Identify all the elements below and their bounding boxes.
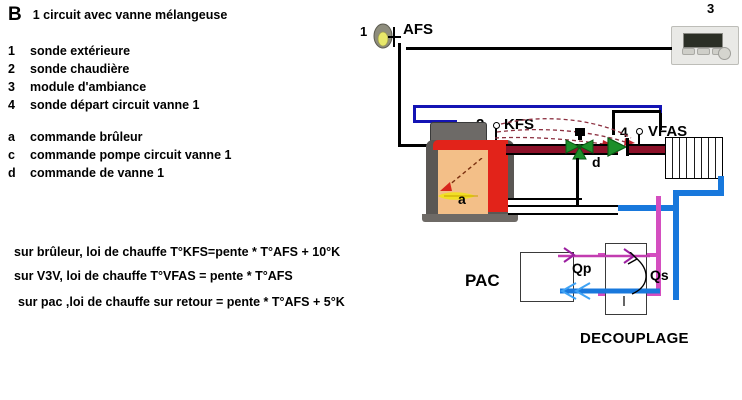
- afs-label: AFS: [403, 21, 433, 38]
- legend-item-a: a commande brûleur: [8, 130, 143, 144]
- room-module-icon[interactable]: [671, 26, 739, 65]
- legend-item-d: d commande de vanne 1: [8, 166, 164, 180]
- formula-burner: sur brûleur, loi de chauffe T°KFS=pente …: [14, 245, 341, 259]
- boiler-right-band: [486, 140, 508, 212]
- diagram-title: B 1 circuit avec vanne mélangeuse: [8, 4, 227, 26]
- legend-label: module d'ambiance: [30, 80, 147, 94]
- radiator-fin: [687, 138, 695, 178]
- kfs-label: KFS: [504, 116, 534, 133]
- pump-icon[interactable]: [606, 136, 632, 160]
- kfs-wire-left: [413, 105, 416, 122]
- qs-label: Qs: [650, 267, 669, 283]
- legend-label: sonde chaudière: [30, 62, 130, 76]
- system-return-pipe: [508, 205, 618, 215]
- legend-key: c: [8, 148, 15, 162]
- radiator-fin: [680, 138, 688, 178]
- formula-v3v: sur V3V, loi de chauffe T°VFAS = pente *…: [14, 269, 293, 283]
- legend-key: a: [8, 130, 15, 144]
- module-index-label: 3: [707, 1, 715, 16]
- afs-index-label: 1: [360, 24, 368, 39]
- legend-panel: B 1 circuit avec vanne mélangeuse 1 sonde …: [0, 0, 360, 400]
- kfs-wire-top: [413, 105, 661, 108]
- vfas-wire-corner: [659, 127, 662, 130]
- legend-key: 4: [8, 98, 15, 112]
- valve-wire-horizontal: [612, 110, 661, 113]
- circuit-return-vertical: [673, 190, 679, 300]
- three-way-valve-icon[interactable]: [559, 128, 601, 170]
- legend-item-3: 3 module d'ambiance: [8, 80, 146, 94]
- burner-tag-label: a: [458, 191, 466, 207]
- pac-label: PAC: [465, 271, 500, 290]
- formula-pac: sur pac ,loi de chauffe sur retour = pen…: [18, 295, 345, 309]
- schematic-panel: 1 AFS 3: [360, 0, 742, 400]
- module-button-1[interactable]: [682, 48, 695, 55]
- radiator-fin: [716, 138, 722, 178]
- module-button-2[interactable]: [697, 48, 710, 55]
- legend-label: sonde départ circuit vanne 1: [30, 98, 200, 112]
- valve-wire-vertical: [612, 110, 615, 135]
- legend-label: sonde extérieure: [30, 44, 131, 58]
- title-text: 1 circuit avec vanne mélangeuse: [32, 8, 228, 22]
- radiator-fin: [666, 138, 674, 178]
- legend-label: commande brûleur: [30, 130, 143, 144]
- legend-item-1: 1 sonde extérieure: [8, 44, 130, 58]
- vfas-wire-drop: [659, 113, 662, 129]
- circuit-return-to-bottle: [612, 205, 679, 211]
- radiator-fin: [702, 138, 709, 178]
- legend-item-2: 2 sonde chaudière: [8, 62, 129, 76]
- vfas-sensor-stem: [638, 134, 640, 146]
- radiator-fin: [695, 138, 702, 178]
- afs-connector-horz: [388, 36, 401, 38]
- legend-key: 3: [8, 80, 15, 94]
- legend-label: commande pompe circuit vanne 1: [30, 148, 232, 162]
- valve-bypass-pipe: [576, 158, 579, 208]
- radiator-fin: [709, 138, 716, 178]
- module-display: [683, 32, 724, 49]
- module-wire-horizontal: [406, 47, 672, 50]
- vfas-index-label: 4: [620, 124, 628, 140]
- legend-label: commande de vanne 1: [30, 166, 165, 180]
- kfs-wire-to-burner: [413, 120, 457, 123]
- flame-icon: [438, 158, 483, 200]
- legend-key: 1: [8, 44, 15, 58]
- legend-item-4: 4 sonde départ circuit vanne 1: [8, 98, 200, 112]
- module-knob[interactable]: [718, 47, 731, 60]
- radiator-icon: [665, 137, 723, 179]
- boiler-base: [422, 214, 518, 222]
- kfs-sensor-stem: [495, 128, 497, 142]
- primary-return-arrow: [559, 282, 660, 300]
- radiator-fin: [673, 138, 681, 178]
- title-letter: B: [8, 4, 22, 25]
- valve-to-radiator-pipe: [628, 144, 668, 155]
- legend-item-c: c commande pompe circuit vanne 1: [8, 148, 231, 162]
- radiator-return-horz: [673, 190, 724, 196]
- valve-tag-label: d: [592, 154, 601, 170]
- legend-key: d: [8, 166, 16, 180]
- boiler-top-band: [433, 140, 507, 150]
- secondary-loop-right: [656, 196, 661, 296]
- qp-label: Qp: [572, 260, 592, 276]
- afs-wire-vertical: [398, 43, 401, 146]
- decouplage-label: DECOUPLAGE: [580, 330, 689, 347]
- boiler-flow-pipe: [506, 144, 618, 155]
- radiator-return-drop: [718, 176, 724, 194]
- boiler-core: [438, 150, 488, 218]
- legend-key: 2: [8, 62, 15, 76]
- vfas-label: VFAS: [648, 123, 688, 140]
- bottle-circulation-arrow: [623, 252, 647, 306]
